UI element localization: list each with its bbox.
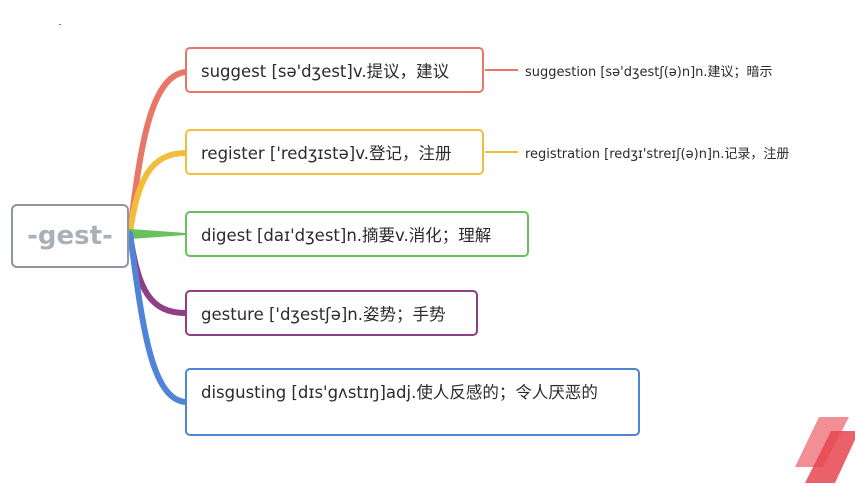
node-disgusting: disgusting [dɪs'gʌstɪŋ]adj.使人反感的；令人厌恶的 <box>185 368 640 436</box>
stripes-logo <box>795 417 855 483</box>
connector-disgusting <box>127 231 189 405</box>
stray-mark <box>59 24 61 25</box>
node-digest: digest [daɪ'dʒest]n.摘要v.消化；理解 <box>185 211 529 257</box>
node-registration: registration [redʒɪ'streɪʃ(ə)n]n.记录，注册 <box>525 147 790 162</box>
node-suggest: suggest [sə'dʒest]v.提议，建议 <box>185 47 484 93</box>
node-register: register ['redʒɪstə]v.登记，注册 <box>185 129 484 175</box>
logo-stripe-front <box>805 431 855 483</box>
node-suggestion: suggestion [sə'dʒestʃ(ə)n]n.建议；暗示 <box>525 65 773 80</box>
node-gesture: gesture ['dʒestʃə]n.姿势；手势 <box>185 290 478 336</box>
connector-register <box>127 150 189 235</box>
connector-digest <box>129 228 187 240</box>
root-node: -gest- <box>11 204 129 268</box>
logo-stripe-back <box>795 417 849 467</box>
